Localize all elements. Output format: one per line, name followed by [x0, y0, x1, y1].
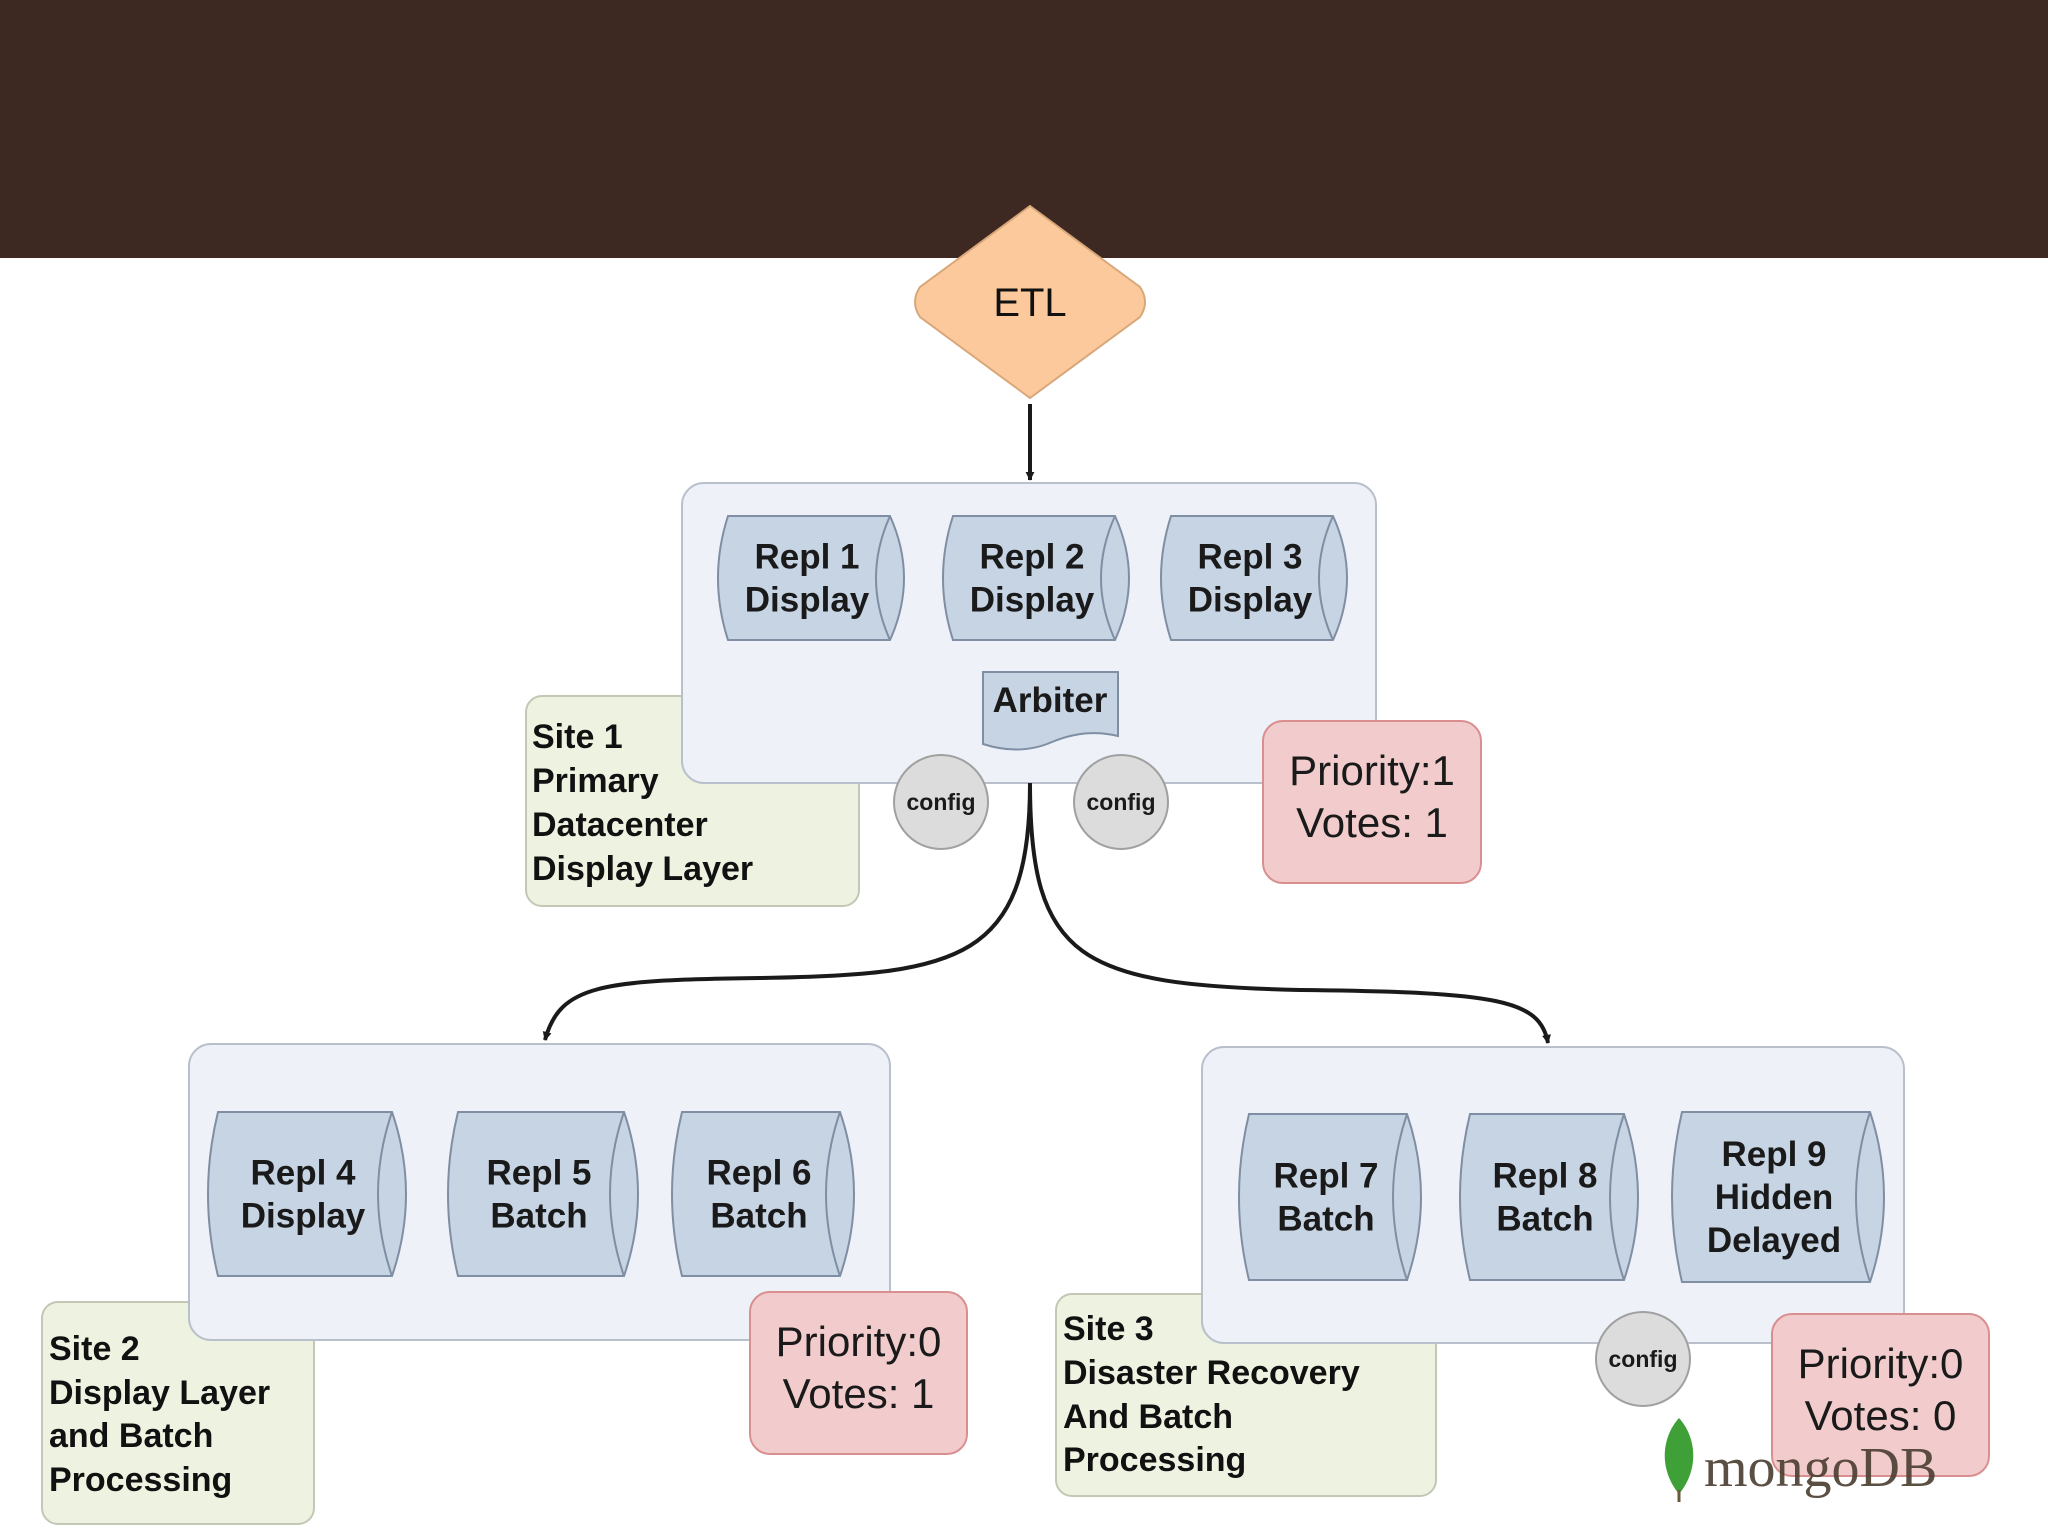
badge-box — [1262, 720, 1482, 884]
leaf-icon — [1664, 1418, 1694, 1494]
arbiter-shape — [982, 671, 1119, 751]
member-label: Repl 6 — [706, 1154, 811, 1193]
member-cylinder-edge — [1100, 515, 1116, 641]
config-circle — [1595, 1311, 1691, 1407]
member-label: Repl 9 — [1721, 1135, 1826, 1174]
member-label: Repl 4 — [250, 1154, 356, 1193]
member-label: Batch — [1277, 1200, 1374, 1239]
etl-label: ETL — [993, 281, 1066, 325]
arbiter-label: Arbiter — [993, 681, 1108, 720]
site-2-label-line: Display Layer — [49, 1374, 270, 1412]
votes-text: Votes: 1 — [1296, 799, 1448, 846]
member-label: Batch — [1496, 1200, 1593, 1239]
votes-text: Votes: 0 — [1805, 1392, 1957, 1439]
member-label: Repl 5 — [486, 1154, 591, 1193]
arbiter-node: Arbiter — [982, 671, 1119, 751]
member-cylinder-edge — [1855, 1111, 1871, 1283]
member-cylinder-edge — [825, 1111, 841, 1277]
site-1-label-line: Primary — [532, 762, 659, 800]
config-circle — [1073, 754, 1169, 850]
member-cylinder-edge — [377, 1111, 393, 1277]
config-server: config — [1073, 754, 1169, 850]
config-circle — [893, 754, 989, 850]
site-2-label-line: Site 2 — [49, 1330, 140, 1368]
badge-box — [1771, 1313, 1990, 1477]
replica-member: Repl 4 Display — [207, 1111, 407, 1277]
member-label: Display — [241, 1197, 366, 1236]
replica-member: Repl 7 Batch — [1238, 1113, 1422, 1281]
mongodb-logo: mongoDB — [1664, 1418, 1937, 1502]
member-cylinder-edge — [1392, 1113, 1408, 1281]
priority-text: Priority:1 — [1289, 747, 1455, 794]
replica-member: Repl 1 Display — [717, 515, 905, 641]
site-2-label: Site 2 Display Layer and Batch Processin… — [41, 1301, 315, 1525]
site-3-label-line: Site 3 — [1063, 1310, 1154, 1348]
member-cylinder-edge — [875, 515, 891, 641]
site-3-label-line: Processing — [1063, 1441, 1246, 1479]
site-1-label-line: Site 1 — [532, 718, 623, 756]
site-2-label-line: and Batch — [49, 1417, 213, 1455]
member-cylinder — [207, 1111, 407, 1277]
replica-member: Repl 6 Batch — [671, 1111, 855, 1277]
member-label: Batch — [710, 1197, 807, 1236]
replica-member: Repl 5 Batch — [447, 1111, 639, 1277]
member-label: Repl 3 — [1197, 538, 1302, 577]
member-label: Repl 2 — [979, 538, 1084, 577]
arrow-to-site-2 — [542, 782, 1032, 1041]
member-cylinder-edge — [609, 1111, 625, 1277]
votes-text: Votes: 1 — [783, 1370, 935, 1417]
logo-text: mongoDB — [1704, 1437, 1937, 1499]
member-label: Display — [1188, 581, 1313, 620]
site-3-label-line: Disaster Recovery — [1063, 1354, 1360, 1392]
config-server: config — [893, 754, 989, 850]
member-label: Display — [970, 581, 1095, 620]
badge-box — [749, 1291, 968, 1455]
member-label: Repl 8 — [1492, 1157, 1597, 1196]
site-1-label-line: Display Layer — [532, 850, 753, 888]
member-label: Batch — [490, 1197, 587, 1236]
replica-member: Repl 2 Display — [942, 515, 1130, 641]
member-label: Display — [745, 581, 870, 620]
config-label: config — [1609, 1346, 1678, 1372]
member-label: Repl 1 — [754, 538, 859, 577]
member-label: Delayed — [1707, 1221, 1841, 1260]
member-cylinder — [1459, 1113, 1639, 1281]
config-label: config — [907, 789, 976, 815]
member-label: Repl 7 — [1273, 1157, 1378, 1196]
replica-member: Repl 3 Display — [1160, 515, 1348, 641]
etl-node: ETL — [914, 204, 1146, 400]
config-label: config — [1087, 789, 1156, 815]
site-3-label-line: And Batch — [1063, 1398, 1233, 1436]
member-cylinder-edge — [1318, 515, 1334, 641]
config-server: config — [1595, 1311, 1691, 1407]
site-2-label-line: Processing — [49, 1461, 232, 1499]
member-cylinder-edge — [1609, 1113, 1625, 1281]
arrow-to-site-3 — [1028, 782, 1551, 1044]
site-1-label-line: Datacenter — [532, 806, 708, 844]
priority-text: Priority:0 — [1798, 1340, 1964, 1387]
site-3-label: Site 3 Disaster Recovery And Batch Proce… — [1055, 1293, 1437, 1497]
member-label: Hidden — [1715, 1178, 1834, 1217]
priority-text: Priority:0 — [776, 1318, 942, 1365]
replica-member: Repl 8 Batch — [1459, 1113, 1639, 1281]
